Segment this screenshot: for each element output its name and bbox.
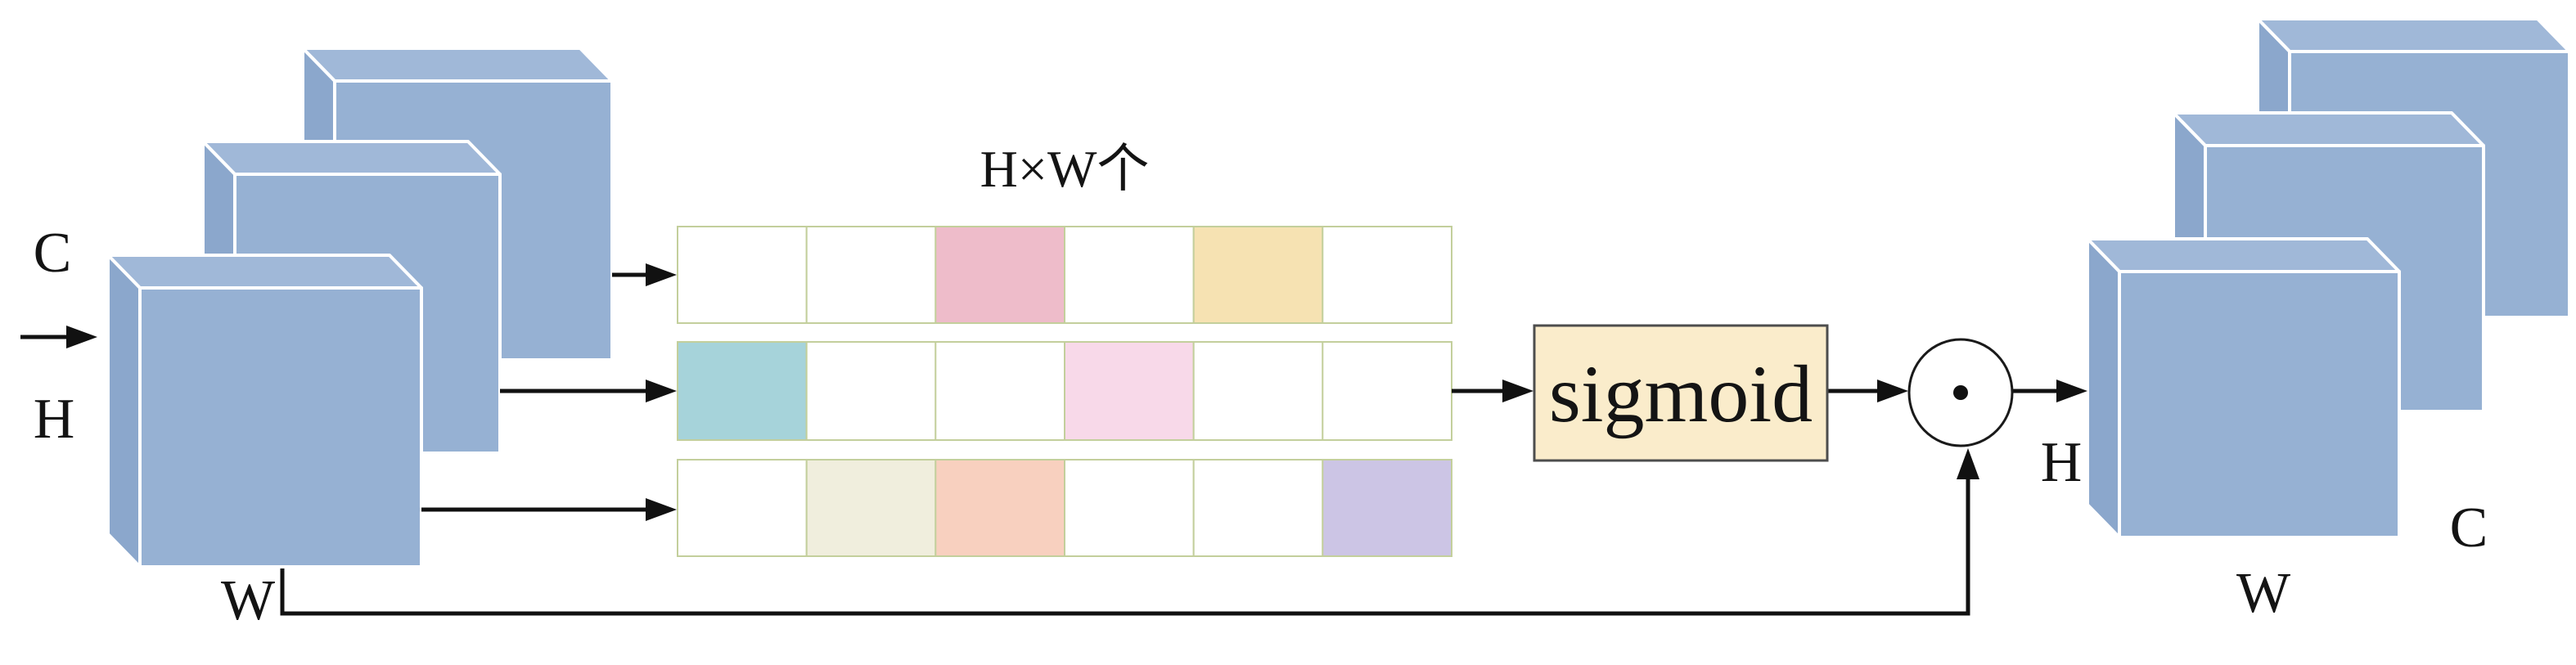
- block-top-face: [2256, 17, 2571, 53]
- grid-cell-r3-c1: [677, 459, 808, 557]
- grid-cell-r3-c4: [1064, 459, 1195, 557]
- output-feature-map-1: [2086, 237, 2401, 539]
- multiply-dot-icon: [1953, 385, 1968, 400]
- output-label-w: W: [2236, 562, 2290, 625]
- output-label-c: C: [2450, 497, 2488, 559]
- block-side-face: [2086, 237, 2121, 539]
- skip-connection-arrow: [280, 448, 1980, 616]
- sigmoid-label: sigmoid: [1549, 348, 1813, 439]
- block-side-face: [106, 254, 142, 568]
- input-label-h: H: [34, 388, 75, 451]
- grid-cell-r3-c2: [805, 459, 937, 557]
- output-feature-map-stack: [2086, 17, 2571, 539]
- grid-cell-r1-c4: [1064, 226, 1195, 324]
- attention-row-2: [677, 341, 1453, 441]
- block-top-face: [2086, 237, 2401, 273]
- grid-cell-r2-c3: [934, 341, 1066, 441]
- block-front-face: [2118, 270, 2401, 539]
- block-top-face: [106, 254, 423, 290]
- grid-cell-r1-c2: [805, 226, 937, 324]
- grid-cell-r1-c5: [1192, 226, 1324, 324]
- output-label-h: H: [2041, 431, 2083, 494]
- input-label-w: W: [221, 569, 275, 632]
- input-feature-map-stack: [106, 47, 614, 568]
- grid-cell-r2-c1: [677, 341, 808, 441]
- grid-cell-r1-c3: [934, 226, 1066, 324]
- grid-cell-r1-c6: [1322, 226, 1453, 324]
- block-top-face: [2172, 111, 2485, 147]
- grid-cell-r2-c6: [1322, 341, 1453, 441]
- sigmoid-box: sigmoid: [1533, 324, 1829, 462]
- grid-cell-r3-c6: [1322, 459, 1453, 557]
- input-label-c: C: [34, 222, 72, 285]
- grid-cell-r1-c1: [677, 226, 808, 324]
- sigmoid-rect: [1533, 324, 1829, 462]
- input-feature-map-1: [106, 254, 423, 568]
- attention-row-3: [677, 459, 1453, 557]
- attention-row-1: [677, 226, 1453, 324]
- elementwise-multiply-node: [1907, 338, 2014, 447]
- block-front-face: [138, 286, 423, 568]
- attention-weight-grid: [677, 226, 1453, 557]
- grid-title: H×W个: [980, 140, 1150, 198]
- grid-cell-r2-c2: [805, 341, 937, 441]
- grid-cell-r3-c3: [934, 459, 1066, 557]
- grid-cell-r2-c4: [1064, 341, 1195, 441]
- grid-cell-r2-c5: [1192, 341, 1324, 441]
- grid-cell-r3-c5: [1192, 459, 1324, 557]
- block-top-face: [201, 140, 502, 176]
- block-top-face: [301, 47, 614, 83]
